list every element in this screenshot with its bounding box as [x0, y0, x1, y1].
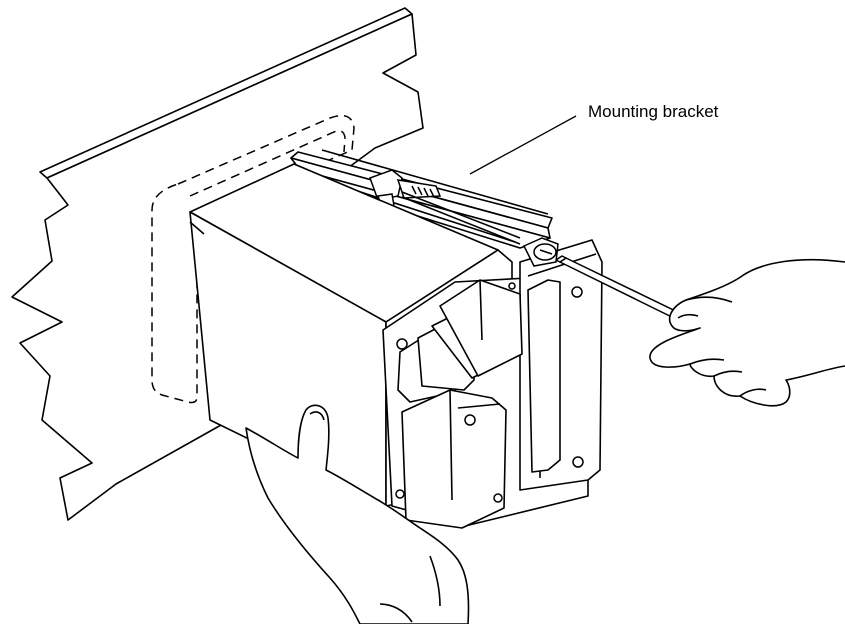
callout-leader: [470, 116, 576, 174]
mounting-bracket-label: Mounting bracket: [588, 102, 719, 121]
right-hand: [650, 260, 845, 406]
panel-cutout-outline: [152, 116, 354, 403]
bracket-rails: [291, 150, 552, 248]
terminal-block: [383, 240, 602, 528]
connector-bottom: [402, 390, 506, 528]
screwdriver-tip: [556, 256, 566, 262]
bracket-screw-head: [524, 238, 558, 266]
left-hand: [246, 405, 469, 624]
screws: [396, 283, 583, 502]
